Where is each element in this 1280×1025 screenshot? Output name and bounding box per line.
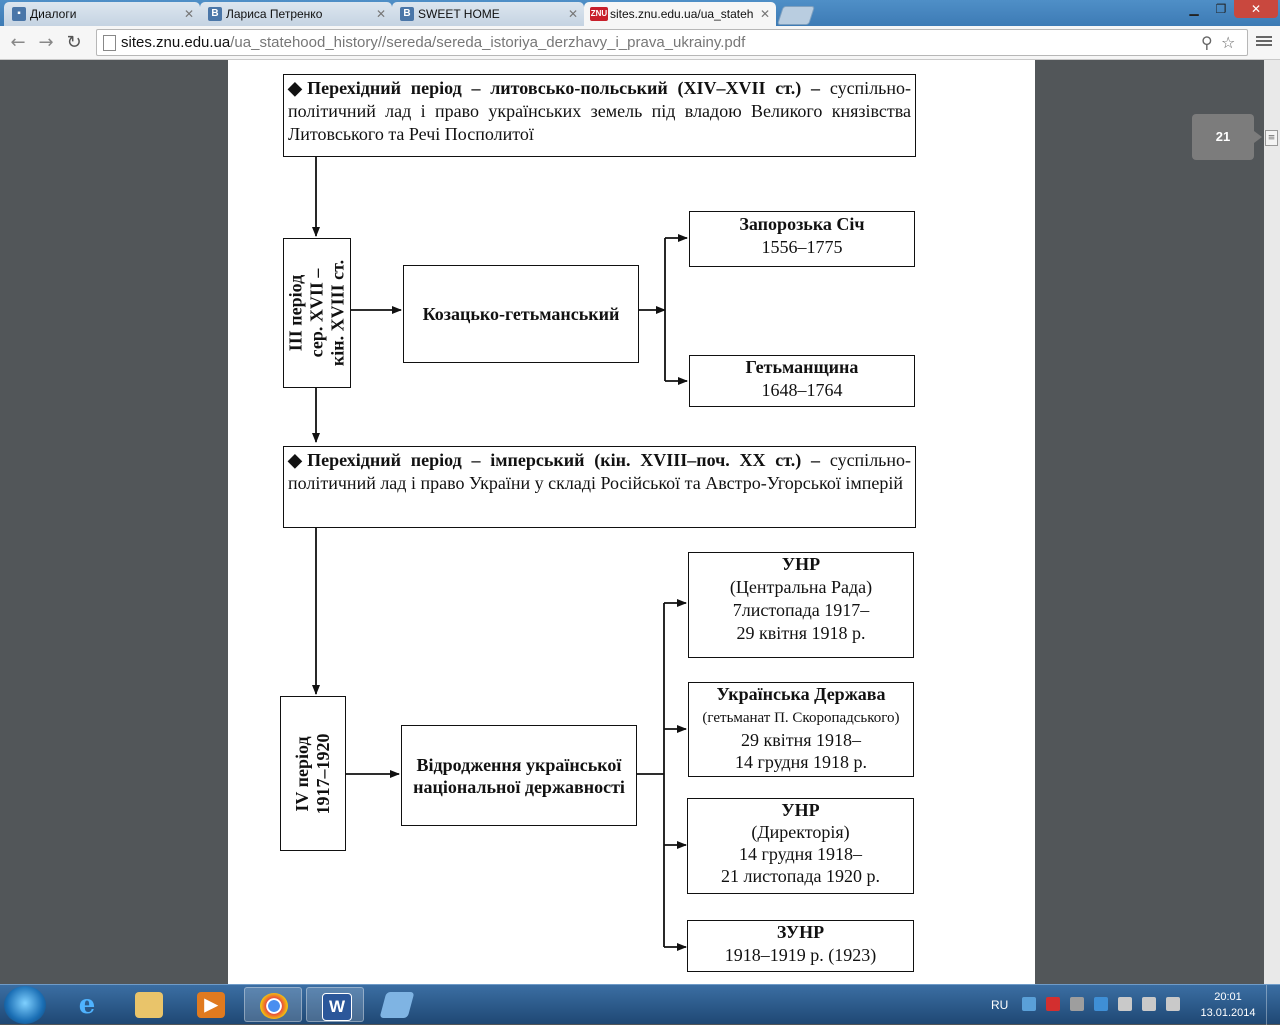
tab-dialogs[interactable]: ▪ Диалоги ✕ (4, 2, 200, 26)
internet-explorer-button[interactable]: e (58, 987, 116, 1022)
language-indicator[interactable]: RU (991, 998, 1009, 1012)
minimize-button[interactable]: ▁ (1189, 2, 1199, 16)
close-window-button[interactable]: ✕ (1234, 0, 1278, 18)
media-player-button[interactable]: ▶ (182, 987, 240, 1022)
app-button[interactable] (368, 987, 426, 1022)
bookmark-star-icon[interactable]: ☆ (1221, 33, 1236, 52)
tab-larysa[interactable]: B Лариса Петренко ✕ (200, 2, 392, 26)
zoom-icon[interactable]: ⚲ (1201, 33, 1213, 52)
period-3-label: ІІІ період сер. XVII – кін. XVIII ст. (285, 259, 348, 367)
diagram-connectors (312, 157, 688, 951)
national-revival-box: Відродження української національної дер… (401, 725, 637, 826)
transitional-period-description: суспільно-політичний лад і право України… (288, 450, 912, 493)
browser-toolbar: ← → ↻ sites.znu.edu.ua/ua_statehood_hist… (0, 26, 1280, 60)
chrome-menu-icon[interactable] (1256, 34, 1272, 50)
transitional-period-title: Перехідний період – імперський (кін. XVI… (307, 450, 821, 470)
vertical-scrollbar[interactable] (1264, 60, 1280, 984)
taskbar: e ▶ W RU 20:01 13.01.2014 (0, 984, 1280, 1025)
network-tray-icon[interactable] (1118, 997, 1132, 1011)
pdf-page: ◆Перехідний період – литовсько-польський… (228, 60, 1035, 984)
new-tab-button[interactable] (776, 6, 816, 25)
bullet-icon: ◆ (288, 78, 308, 98)
vk-icon: B (208, 7, 222, 21)
system-clock[interactable]: 20:01 13.01.2014 (1192, 989, 1264, 1021)
word-button[interactable]: W (306, 987, 364, 1022)
chrome-button[interactable] (244, 987, 302, 1022)
vk-icon: B (400, 7, 414, 21)
tab-label: sites.znu.edu.ua/ua_stateh (610, 7, 754, 21)
pdf-viewer: ◆Перехідний період – литовсько-польський… (0, 60, 1280, 984)
transitional-period-title: Перехідний період – литовсько-польський … (307, 78, 821, 98)
url-text[interactable]: sites.znu.edu.ua/ua_statehood_history//s… (121, 34, 746, 51)
page-number-indicator: 21 (1192, 114, 1262, 160)
tab-label: SWEET HOME (418, 7, 500, 21)
zaporizka-sich-box: Запорозька Січ 1556–1775 (689, 211, 915, 267)
reload-button[interactable]: ↻ (66, 32, 82, 53)
forward-button[interactable]: → (38, 32, 54, 53)
action-center-icon[interactable] (1142, 997, 1156, 1011)
window-app-icon (379, 992, 415, 1018)
internet-explorer-icon: e (78, 990, 96, 1020)
update-tray-icon[interactable] (1094, 997, 1108, 1011)
media-player-icon: ▶ (197, 992, 225, 1018)
clock-date: 13.01.2014 (1200, 1007, 1256, 1019)
tab-label: Диалоги (30, 7, 77, 21)
hetmanate-box: Гетьманщина 1648–1764 (689, 355, 915, 407)
bullet-icon: ◆ (288, 450, 308, 470)
transitional-period-description: суспільно-політичний лад і право українс… (288, 78, 912, 144)
unr-central-rada-box: УНР (Центральна Рада) 7листопада 1917– 2… (688, 552, 914, 658)
tab-close-icon[interactable]: ✕ (759, 7, 770, 21)
chrome-icon (260, 993, 288, 1019)
tab-close-icon[interactable]: ✕ (375, 7, 386, 21)
explorer-button[interactable] (120, 987, 178, 1022)
period-4-box: IV період 1917–1920 (280, 696, 346, 851)
address-bar[interactable]: sites.znu.edu.ua/ua_statehood_history//s… (96, 29, 1248, 56)
restore-button[interactable]: ❐ (1215, 2, 1227, 16)
tab-label: Лариса Петренко (226, 7, 323, 21)
show-desktop-button[interactable] (1266, 985, 1280, 1025)
scrollbar-thumb[interactable]: ≡ (1265, 130, 1278, 146)
period-4-label: IV період 1917–1920 (292, 733, 333, 814)
volume-icon[interactable] (1166, 997, 1180, 1011)
folder-icon (135, 992, 163, 1018)
antivirus-tray-icon[interactable] (1046, 997, 1060, 1011)
unr-directory-box: УНР (Директорія) 14 грудня 1918– 21 лист… (687, 798, 914, 894)
cossack-hetman-box: Козацько-гетьманський (403, 265, 639, 363)
back-button[interactable]: ← (10, 32, 26, 53)
camera-tray-icon[interactable] (1022, 997, 1036, 1011)
tab-znu-pdf[interactable]: ZNU sites.znu.edu.ua/ua_stateh ✕ (584, 2, 776, 26)
period-3-box: ІІІ період сер. XVII – кін. XVIII ст. (283, 238, 351, 388)
znu-icon: ZNU (590, 7, 608, 21)
clock-time: 20:01 (1214, 991, 1242, 1003)
tab-sweet-home[interactable]: B SWEET HOME ✕ (392, 2, 584, 26)
speaker-muted-icon[interactable] (1070, 997, 1084, 1011)
transitional-period-lithuanian-box: ◆Перехідний період – литовсько-польський… (283, 74, 916, 157)
page-icon (103, 35, 116, 51)
tab-strip: ▪ Диалоги ✕ B Лариса Петренко ✕ B SWEET … (0, 0, 1280, 26)
transitional-period-imperial-box: ◆Перехідний період – імперський (кін. XV… (283, 446, 916, 528)
tab-close-icon[interactable]: ✕ (567, 7, 578, 21)
ukrainian-state-box: Українська Держава (гетьманат П. Скоропа… (688, 682, 914, 777)
start-button[interactable] (4, 986, 46, 1024)
tab-close-icon[interactable]: ✕ (183, 7, 194, 21)
chat-icon: ▪ (12, 7, 26, 21)
zunr-box: ЗУНР 1918–1919 р. (1923) (687, 920, 914, 972)
word-icon: W (322, 993, 352, 1021)
